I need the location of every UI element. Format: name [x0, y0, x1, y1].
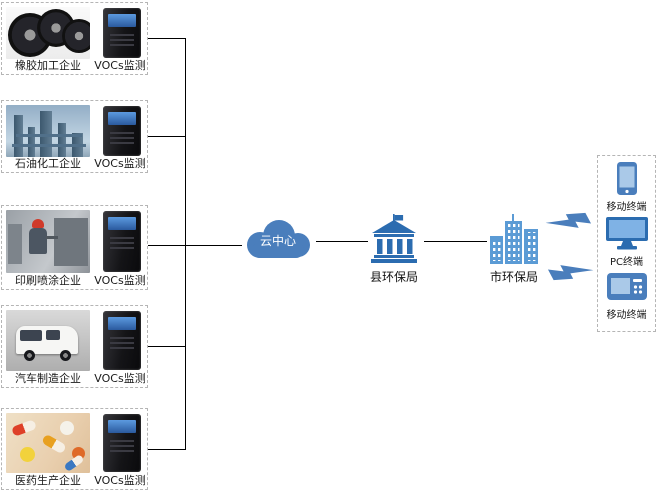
handheld-icon — [606, 273, 647, 304]
phone-icon — [616, 162, 637, 199]
terminal-label: 移动终端 — [606, 310, 647, 321]
enterprise-box-automobile: 汽车制造企业 VOCs监测 — [1, 305, 148, 388]
city-bureau-label: 市环保局 — [489, 270, 538, 284]
terminals-box: 移动终端 PC终端 移动终端 — [597, 155, 656, 332]
city-bureau-node — [488, 212, 540, 264]
city-buildings-icon — [490, 214, 538, 264]
enterprise-box-petrochemical: 石油化工企业 VOCs监测 — [1, 100, 148, 173]
connector-line — [148, 346, 185, 347]
cloud-label: 云中心 — [259, 234, 296, 248]
county-bureau-label: 县环保局 — [369, 270, 418, 284]
connector-line — [148, 449, 185, 450]
county-to-city-line — [424, 241, 487, 242]
vocs-monitor-device — [103, 211, 141, 272]
enterprise-name: 印刷喷涂企业 — [15, 274, 81, 287]
spray-worker-photo — [6, 210, 90, 273]
cloud-node: 云中心 — [238, 216, 318, 264]
device-label: VOCs监测 — [94, 474, 146, 487]
enterprise-box-rubber: 橡胶加工企业 VOCs监测 — [1, 2, 148, 75]
vocs-monitor-device — [103, 8, 141, 58]
lightning-icon — [536, 193, 597, 256]
enterprise-name: 橡胶加工企业 — [15, 59, 81, 72]
pills-photo — [6, 413, 90, 473]
vocs-monitor-device — [103, 106, 141, 156]
connector-line — [148, 38, 185, 39]
vocs-monitor-device — [103, 311, 141, 370]
county-bureau-node — [368, 214, 420, 264]
enterprise-box-pharmaceutical: 医药生产企业 VOCs监测 — [1, 408, 148, 490]
enterprise-name: 石油化工企业 — [15, 157, 81, 170]
connector-line — [148, 136, 185, 137]
connector-line — [148, 245, 242, 246]
device-label: VOCs监测 — [94, 274, 146, 287]
device-label: VOCs监测 — [94, 157, 146, 170]
government-building-icon — [371, 214, 417, 263]
monitor-icon — [605, 217, 648, 254]
enterprise-box-printing: 印刷喷涂企业 VOCs监测 — [1, 205, 148, 290]
enterprise-name: 医药生产企业 — [15, 474, 81, 487]
cloud-to-county-line — [316, 241, 368, 242]
terminal-label: PC终端 — [609, 257, 643, 268]
refinery-photo — [6, 105, 90, 157]
enterprise-name: 汽车制造企业 — [15, 372, 81, 385]
bus-line — [185, 38, 186, 450]
terminal-label: 移动终端 — [606, 202, 647, 213]
device-label: VOCs监测 — [94, 59, 146, 72]
cloud-icon — [247, 220, 310, 258]
lightning-icon — [541, 236, 602, 299]
van-photo — [6, 310, 90, 371]
device-label: VOCs监测 — [94, 372, 146, 385]
vocs-monitor-device — [103, 414, 141, 472]
tires-photo — [6, 7, 90, 59]
